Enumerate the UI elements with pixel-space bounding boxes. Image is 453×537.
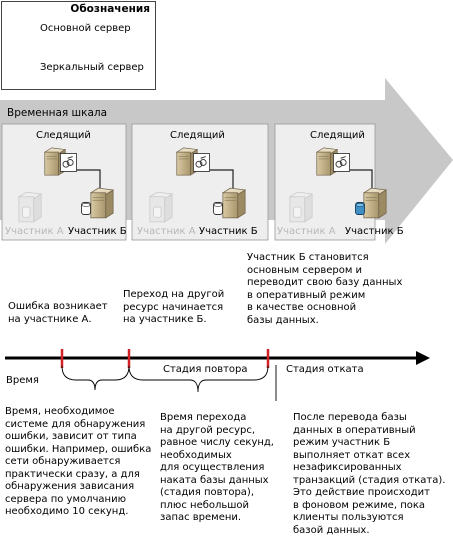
stage-3-partner-a-icon (289, 191, 313, 223)
legend-primary-label: Основной сервер (40, 23, 131, 34)
stage-1-partner-b-label: Участник Б (68, 226, 127, 237)
redo-stage-label: Стадия повтора (163, 364, 248, 375)
legend-box: Обозначения (1, 1, 156, 90)
stage-1-partner-a-icon (18, 191, 42, 223)
time-axis-label: Время (6, 375, 39, 386)
stage-3-partner-b-label: Участник Б (345, 226, 404, 237)
legend-mirror-label: Зеркальный сервер (40, 62, 144, 73)
detection-brace (61, 365, 130, 391)
stage-2-witness-label: Следящий (170, 130, 225, 141)
stage-2-partner-a-label: Участник А (137, 226, 196, 237)
timeline-label: Временная шкала (7, 107, 108, 119)
stage-3-partner-a-label: Участник А (277, 226, 336, 237)
legend-title: Обозначения (70, 3, 150, 15)
stage-1-witness-label: Следящий (36, 130, 91, 141)
time-axis-arrowhead (416, 351, 430, 365)
stage-2-partner-b-label: Участник Б (199, 226, 258, 237)
stage-3-witness-label: Следящий (310, 130, 365, 141)
stage-2-partner-a-icon (149, 191, 173, 223)
undo-stage-label: Стадия отката (286, 364, 364, 375)
stage-1-partner-a-label: Участник А (5, 226, 64, 237)
redo-brace (128, 365, 269, 393)
